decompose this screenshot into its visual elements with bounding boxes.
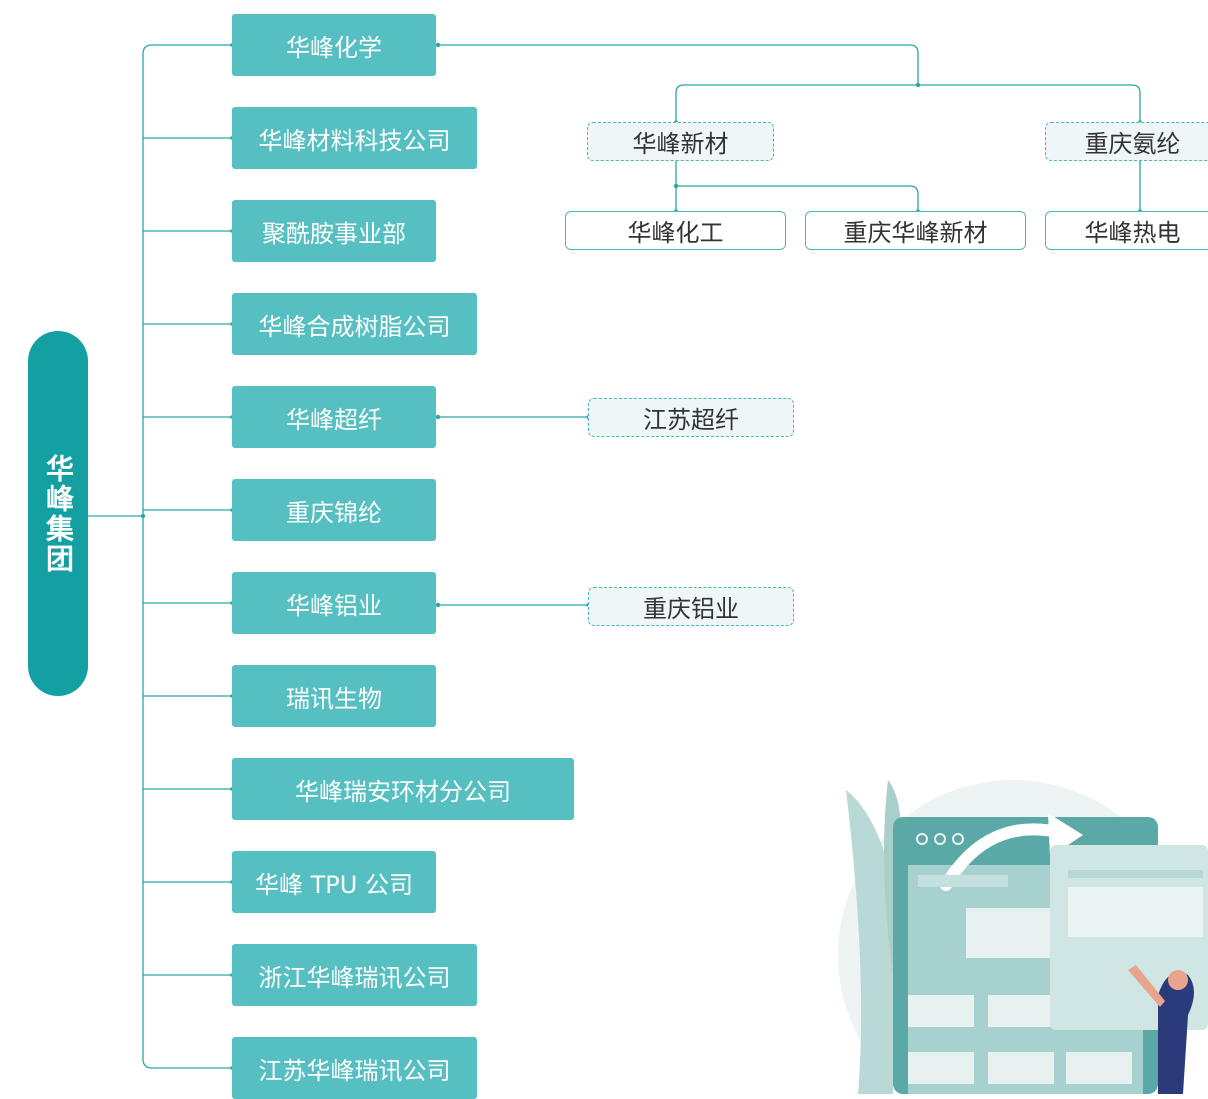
subsidiary-node: 华峰材料科技公司 — [232, 107, 477, 169]
subsidiary-node: 华峰铝业 — [232, 572, 436, 634]
subsidiary-node: 浙江华峰瑞讯公司 — [232, 944, 477, 1006]
subsidiary-node: 聚酰胺事业部 — [232, 200, 436, 262]
sub-node-chongqing-aluminum: 重庆铝业 — [588, 587, 794, 626]
sub-node-chemical-industry: 华峰化工 — [565, 211, 786, 250]
root-label: 华峰集团 — [42, 453, 75, 574]
sub-node-chongqing-spandex: 重庆氨纶 — [1045, 122, 1208, 161]
subsidiary-node: 江苏华峰瑞讯公司 — [232, 1037, 477, 1099]
subsidiary-node: 华峰瑞安环材分公司 — [232, 758, 574, 820]
subsidiary-node: 华峰 TPU 公司 — [232, 851, 436, 913]
subsidiary-node: 瑞讯生物 — [232, 665, 436, 727]
subsidiary-node: 华峰化学 — [232, 14, 436, 76]
root-node: 华峰集团 — [28, 331, 88, 696]
sub-node-new-material: 华峰新材 — [587, 122, 774, 161]
sub-node-chongqing-new-material: 重庆华峰新材 — [805, 211, 1026, 250]
sub-node-jiangsu-microfiber: 江苏超纤 — [588, 398, 794, 437]
decorative-illustration — [838, 780, 1208, 1094]
subsidiary-node: 重庆锦纶 — [232, 479, 436, 541]
sub-node-thermal-power: 华峰热电 — [1045, 211, 1208, 250]
subsidiary-node: 华峰合成树脂公司 — [232, 293, 477, 355]
subsidiary-node: 华峰超纤 — [232, 386, 436, 448]
